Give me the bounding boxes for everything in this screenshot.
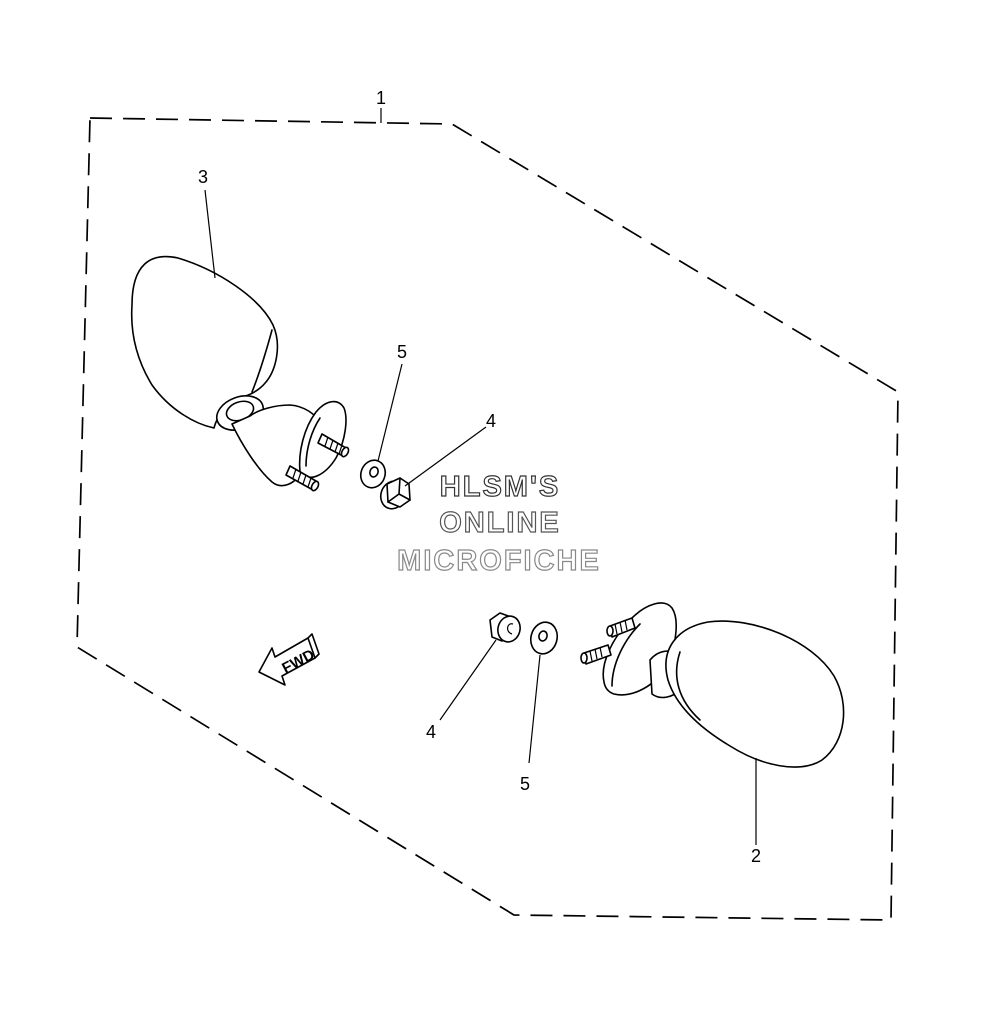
callout-washer-upper: 5	[397, 342, 407, 362]
nut-lower	[489, 612, 521, 643]
watermark-line-3: MICROFICHE	[397, 545, 601, 577]
watermark: HLSM'S ONLINE MICROFICHE	[397, 470, 601, 577]
callout-nut-lower: 4	[426, 722, 436, 742]
callout-washer-lower: 5	[520, 774, 530, 794]
leader-nut-upper	[404, 426, 487, 487]
right-mirror	[580, 602, 845, 768]
fwd-arrow: FWD	[258, 633, 320, 686]
watermark-line-2: ONLINE	[439, 507, 561, 539]
callout-nut-upper: 4	[486, 411, 496, 431]
leader-washer-lower	[528, 654, 541, 764]
callout-left-mirror: 3	[198, 167, 208, 187]
watermark-line-1: HLSM'S	[440, 471, 560, 503]
washer-lower	[529, 621, 559, 655]
callout-kit: 1	[376, 88, 386, 108]
leader-left-mirror	[204, 189, 216, 279]
callout-right-mirror: 2	[751, 846, 761, 866]
nut-upper	[379, 477, 411, 510]
left-mirror	[130, 255, 350, 492]
leader-nut-lower	[439, 639, 497, 721]
washer-upper	[359, 459, 387, 489]
leader-washer-upper	[377, 363, 403, 462]
